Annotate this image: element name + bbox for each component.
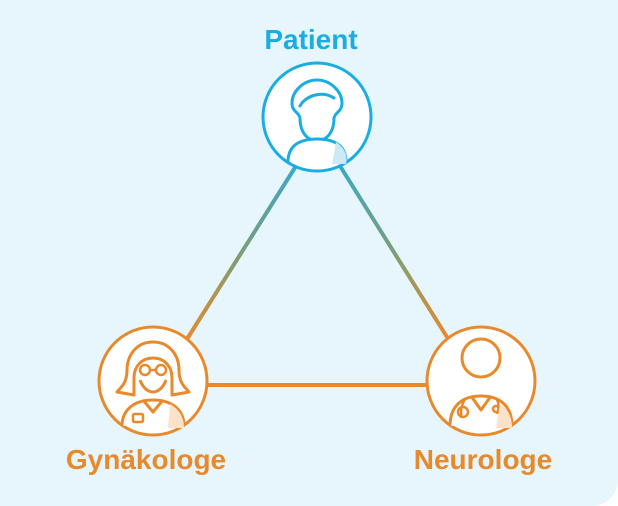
patient-label: Patient — [264, 24, 358, 55]
connector-patient-gynecologist — [185, 164, 298, 341]
female-doctor-icon — [115, 340, 191, 428]
neurologist-node — [425, 325, 537, 437]
neurologist-label: Neurologe — [413, 444, 553, 475]
gynecologist-node — [97, 325, 209, 437]
patient-node — [261, 61, 373, 173]
gynecologist-label: Gynäkologe — [65, 444, 227, 475]
connector-patient-neurologist — [338, 164, 449, 339]
patient-icon — [286, 78, 348, 164]
male-doctor-icon — [448, 337, 514, 428]
